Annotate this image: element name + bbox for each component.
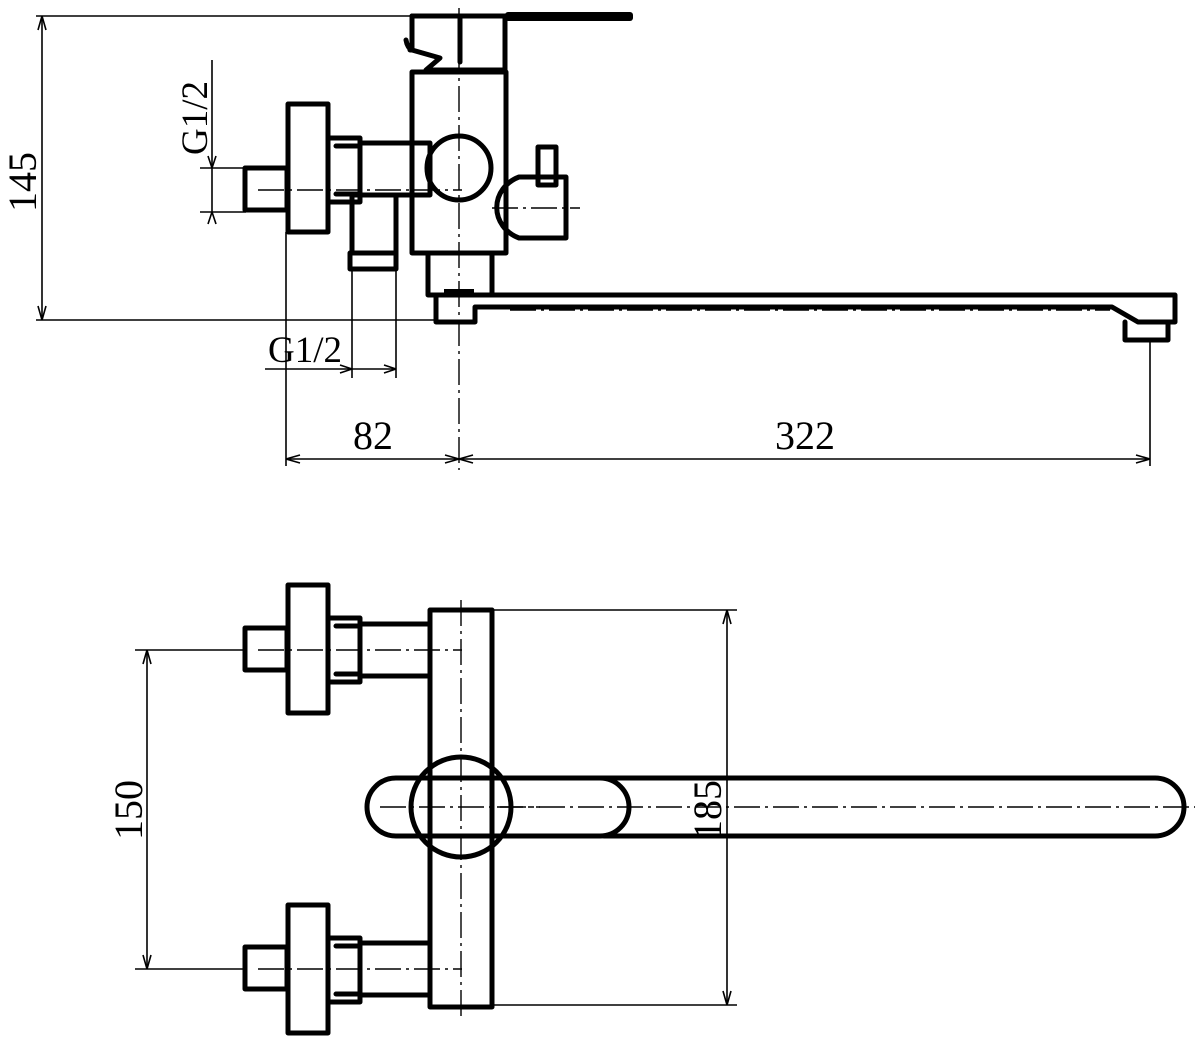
lower-connector <box>347 192 399 272</box>
spout-top <box>489 775 1195 839</box>
dim-g12-vertical-label: G1/2 <box>175 81 216 155</box>
dim-height: 145 <box>0 15 436 321</box>
dim-322-label: 322 <box>775 413 835 458</box>
dim-82-label: 82 <box>353 413 393 458</box>
dim-145-label: 145 <box>0 152 45 212</box>
dim-g12-horizontal-label: G1/2 <box>268 330 342 371</box>
dim-body-length: 185 <box>494 609 737 1006</box>
lever-top <box>364 754 632 860</box>
dim-thread-vertical: G1/2 <box>175 60 246 225</box>
side-view: 145 G1/2 G1/2 82 322 <box>0 8 1178 470</box>
dim-horizontal-lengths: 82 322 <box>285 232 1151 466</box>
dim-150-label: 150 <box>106 780 151 840</box>
spout-nut <box>425 250 495 298</box>
dim-inlet-spacing: 150 <box>106 649 246 970</box>
top-view: 150 185 <box>106 582 1195 1036</box>
diverter-knob <box>492 144 580 241</box>
upper-inlet <box>242 582 462 716</box>
body-bar <box>427 600 495 1018</box>
dim-185-label: 185 <box>685 780 730 840</box>
spout <box>433 289 1178 343</box>
dim-thread-horizontal: G1/2 <box>265 270 397 378</box>
mixer-handle <box>403 12 633 73</box>
